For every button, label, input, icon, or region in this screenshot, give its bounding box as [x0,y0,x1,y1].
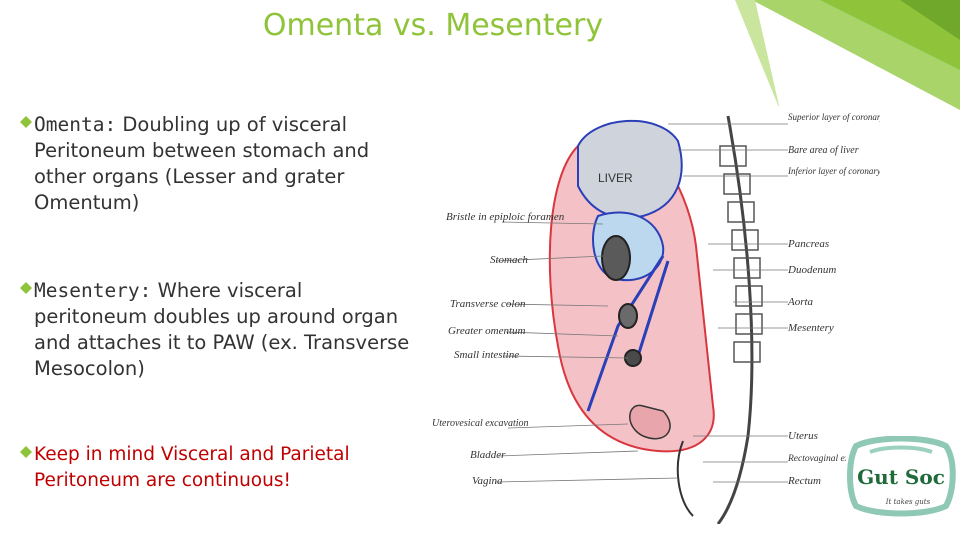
label-epiploic-foramen: Bristle in epiploic foramen [446,211,565,223]
bullet-text: Where visceral peritoneum doubles up aro… [34,279,410,380]
bullet-diamond-icon [20,116,32,128]
label-aorta: Aorta [787,296,814,308]
label-pancreas: Pancreas [787,238,829,250]
label-vagina: Vagina [472,475,503,487]
bullet-term: Omenta: [34,113,117,136]
label-rectum: Rectum [787,475,821,487]
label-stomach: Stomach [490,254,528,266]
peritoneum-diagram: LIVER Bristle in epiploic foramen Stomac… [428,106,880,524]
organ-label-liver: LIVER [598,171,633,185]
label-bladder: Bladder [470,449,506,461]
label-uterus: Uterus [788,430,818,442]
slide-title: Omenta vs. Mesentery [262,8,604,43]
logo-tagline: It takes guts [885,498,931,506]
diagram-labels-left: Bristle in epiploic foramen Stomach Tran… [432,211,565,487]
logo-wordmark: Gut Soc [857,465,945,489]
bullet-text: Doubling up of visceral Peritoneum betwe… [34,113,370,214]
label-mesentery: Mesentery [787,322,834,334]
label-bare-area-liver: Bare area of liver [788,145,859,156]
bullet-diamond-icon [20,282,32,294]
bullet-diamond-icon [20,446,32,458]
bullet-text: Keep in mind Visceral and Parietal Perit… [34,444,350,491]
label-duodenum: Duodenum [787,264,836,276]
label-greater-omentum: Greater omentum [448,325,526,337]
gut-soc-logo: Gut Soc It takes guts [846,436,956,518]
label-small-intestine: Small intestine [454,349,519,361]
label-inferior-coronary-ligament: Inferior layer of coronary ligament [787,166,880,176]
bullet-term: Mesentery: [34,279,152,302]
label-uterovesical-excavation: Uterovesical excavation [432,418,529,429]
label-rectovaginal-excavation: Rectovaginal excavation [787,454,880,464]
label-transverse-colon: Transverse colon [450,298,526,310]
diagram-labels-right: Superior layer of coronary ligament Bare… [787,112,880,487]
label-superior-coronary-ligament: Superior layer of coronary ligament [788,112,880,122]
